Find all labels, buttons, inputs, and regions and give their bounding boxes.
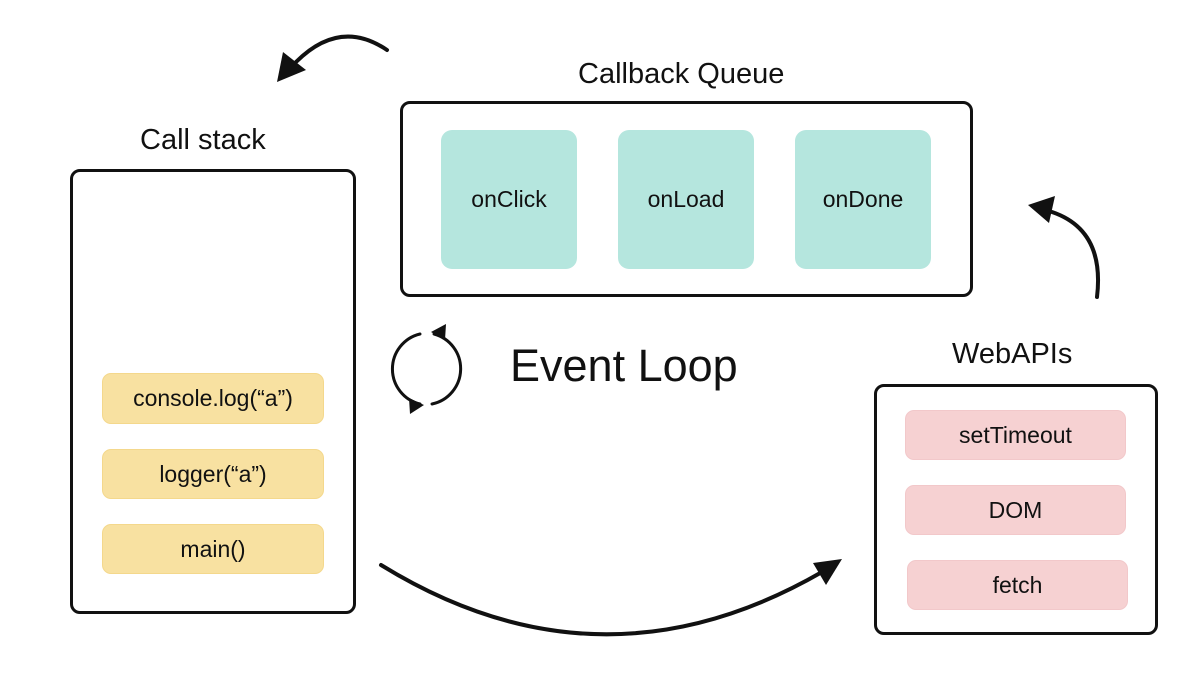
web-api-dom: DOM — [905, 485, 1126, 535]
stack-frame-main: main() — [102, 524, 324, 574]
event-loop-label: Event Loop — [510, 340, 738, 391]
callback-queue-title: Callback Queue — [578, 58, 785, 90]
queue-item-onload: onLoad — [618, 130, 754, 269]
arrow-stack-to-webapis — [379, 559, 842, 637]
call-stack-title: Call stack — [140, 124, 266, 156]
arrow-queue-to-stack — [277, 34, 389, 82]
web-api-fetch: fetch — [907, 560, 1128, 610]
web-api-settimeout: setTimeout — [905, 410, 1126, 460]
arrow-webapis-to-queue — [1028, 196, 1100, 299]
stack-frame-logger: logger(“a”) — [102, 449, 324, 499]
web-apis-title: WebAPIs — [952, 338, 1073, 370]
queue-item-ondone: onDone — [795, 130, 931, 269]
queue-item-onclick: onClick — [441, 130, 577, 269]
refresh-cycle-icon — [390, 324, 463, 414]
stack-frame-console-log: console.log(“a”) — [102, 373, 324, 424]
